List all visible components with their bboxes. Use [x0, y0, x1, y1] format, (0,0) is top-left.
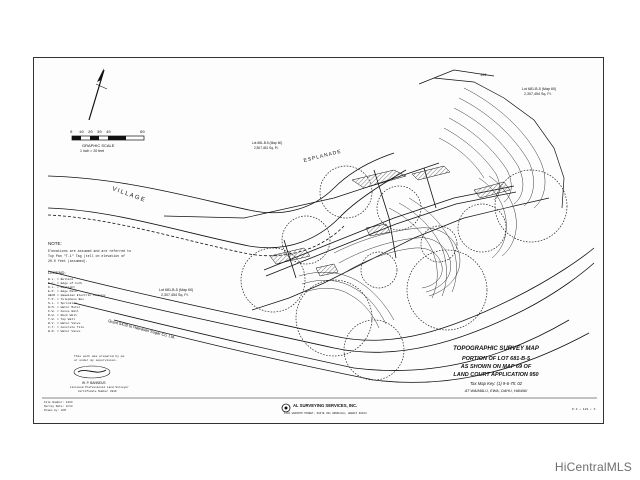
cert-line: This work was prepared by me — [74, 354, 125, 358]
title-line-2: PORTION OF LOT 681-B-5 — [462, 356, 531, 362]
scale-tick: 10 — [79, 131, 84, 135]
lot-label-mid: Lot 681-B-5 (Map 60) — [252, 141, 282, 145]
graphic-scale: 0 10 20 30 40 60 GRAPHIC SCALE 1 inch = … — [70, 131, 145, 153]
scale-tick: 0 — [70, 131, 73, 135]
cert-number: Certificate Number 3816 — [78, 389, 117, 393]
legend-item: W.M. = Water Meter — [48, 306, 81, 309]
company-logo-icon — [281, 403, 291, 413]
lot-number: 151 — [480, 72, 487, 77]
notes-line: Elevations are assumed and are referred … — [48, 249, 131, 253]
footer-sheet-code: P-3 • 123 • X — [572, 408, 596, 411]
title-tmk: Tax Map Key: (1) 9-6-75: 02 — [470, 381, 523, 386]
legend-item: F.W. = Fence Wall — [48, 309, 79, 313]
legend-item: HECO = Hawaiian Electric Company — [48, 293, 106, 297]
lot-area-upper: 2,307,454 Sq. Ft. — [524, 92, 552, 96]
survey-drawing: 0 10 20 30 40 60 GRAPHIC SCALE 1 inch = … — [42, 68, 597, 415]
lot-area-mid: 2,507,451 Sq. Ft. — [254, 146, 279, 150]
road-label-village: VILLAGE — [111, 186, 146, 204]
scale-title: GRAPHIC SCALE — [82, 143, 115, 148]
footer-company: AL SURVEYING SERVICES, INC. — [293, 403, 357, 408]
road-label-esplanade: ESPLANADE — [303, 149, 342, 164]
scale-subtitle: 1 inch = 20 feet — [80, 149, 104, 153]
notes-heading: NOTE: — [48, 241, 62, 246]
legend-item: T.P. = Telephone Box — [48, 297, 84, 301]
notes-line: 20.0 feet (assumed). — [48, 259, 88, 263]
cert-line: or under my supervision. — [74, 358, 117, 362]
legend-item: W.V. = Water Valve — [48, 321, 81, 325]
title-location: AT WAIMALU, EWA, OAHU, HAWAII — [464, 389, 528, 393]
tree-canopies — [240, 165, 568, 381]
footer-sheet-info: Survey Date: 8/14 — [44, 404, 73, 408]
legend-item: W.O. = Water Valve — [48, 329, 81, 333]
lot-label-lower: Lot 681-B-5 (Map 60) — [159, 288, 193, 292]
contour-lines — [298, 87, 546, 329]
watermark: HiCentralMLS — [554, 460, 632, 474]
footer: File Number: 1234 Survey Date: 8/14 Draw… — [42, 397, 597, 415]
legend-item: D.L. = Daylight — [48, 285, 75, 289]
legend-item: C.T. = Concrete Tile — [48, 325, 84, 329]
title-line-3: AS SHOWN ON MAP 69 OF — [460, 364, 532, 370]
scale-tick: 30 — [97, 131, 102, 135]
certification-block: This work was prepared by me or under my… — [70, 354, 129, 393]
lot-label-upper: Lot 681-B-5 (Map 60) — [522, 87, 556, 91]
survey-map-sheet: 0 10 20 30 40 60 GRAPHIC SCALE 1 inch = … — [33, 57, 604, 424]
building-pads — [269, 165, 511, 277]
footer-sheet-info: Drawn by: LKM — [44, 408, 66, 412]
title-block: TOPOGRAPHIC SURVEY MAP PORTION OF LOT 68… — [453, 346, 540, 393]
notes-block: NOTE: Elevations are assumed and are ref… — [48, 241, 131, 263]
footer-address: 1101 WAINOTO STREET, SUITE 301 HONOLULU,… — [284, 412, 367, 415]
legend-item: T.W. = Top Wall — [48, 317, 75, 321]
grant-label: Grant 5428 to Hawaiian Sugar Co. Ltd. — [108, 318, 176, 340]
lot-area-lower: 2,307,454 Sq. Ft. — [161, 293, 189, 297]
notes-line: Top Pan "T-1" Tag (tell on elevation of — [48, 254, 125, 258]
scale-tick: 40 — [106, 131, 111, 135]
legend-item: R.W. = Rock Wall — [48, 313, 77, 317]
scale-tick: 60 — [140, 131, 145, 135]
legend-item: E.C. = Edge of Curb — [48, 281, 82, 285]
legend-heading: LEGEND: — [48, 270, 66, 275]
north-arrow-icon — [88, 68, 108, 121]
driveway — [263, 167, 517, 279]
lot-boundaries — [163, 69, 565, 311]
legend-item: B.L. = Bollard — [48, 277, 73, 281]
footer-sheet-info: File Number: 1234 — [44, 400, 73, 404]
legend-item: S.L. = Sprinkler — [48, 301, 77, 305]
title-line-1: TOPOGRAPHIC SURVEY MAP — [453, 346, 540, 352]
title-line-4: LAND COURT APPLICATION 950 — [453, 372, 538, 378]
legend-item: E.P. = Edge Pave. — [48, 289, 79, 293]
cert-name: W. P. BANNEUS — [82, 381, 106, 385]
scale-tick: 20 — [88, 131, 93, 135]
road-upper — [47, 152, 407, 257]
surveyor-seal-icon — [73, 365, 111, 379]
legend-block: LEGEND: B.L. = Bollard E.C. = Edge of Cu… — [48, 270, 106, 333]
highway-lines — [47, 247, 595, 383]
lot-labels: Lot 681-B-5 (Map 60) 2,307,454 Sq. Ft. L… — [159, 72, 556, 297]
cert-title: Licensed Professional Land Surveyor — [70, 385, 129, 389]
